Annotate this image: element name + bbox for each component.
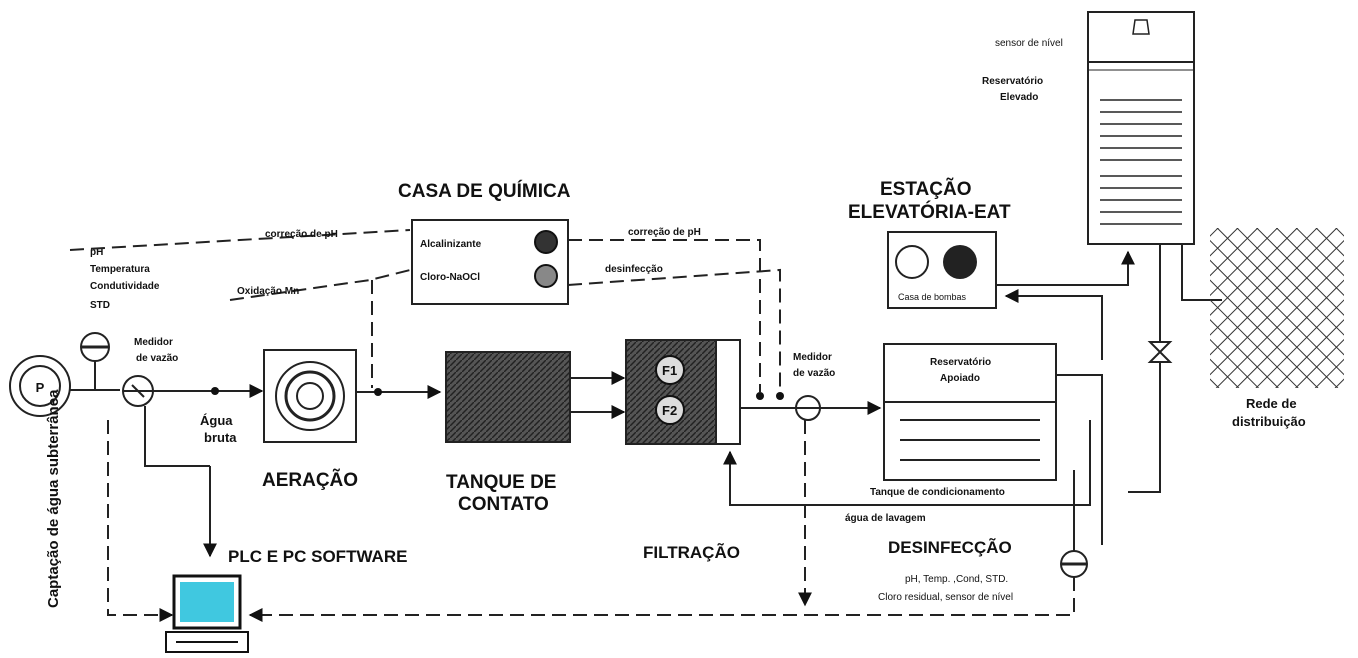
medidor-vazao-2-line2: de vazão <box>793 368 835 379</box>
filtracao-label: FILTRAÇÃO <box>643 542 740 562</box>
filter-f2-icon <box>655 395 685 425</box>
alcalinizante-label: Alcalinizante <box>420 239 482 250</box>
bell-icon <box>1132 19 1150 35</box>
tanque-contato-line2: CONTATO <box>458 494 549 515</box>
pipe-to-elevated <box>996 250 1135 286</box>
tanque-contato-line1: TANQUE DE <box>446 472 556 493</box>
desinfeccao-label: DESINFECÇÃO <box>888 537 1012 557</box>
distribution-network <box>1210 228 1344 388</box>
medidor-vazao-1-line1: Medidor <box>134 337 173 348</box>
oxidacao-label: Oxidação Mn <box>237 286 299 297</box>
sensors-right-line2: Cloro residual, sensor de nível <box>878 592 1013 603</box>
backwash-pipe <box>723 420 1091 506</box>
flow-meter-icon <box>122 375 154 407</box>
aeracao-label: AERAÇÃO <box>262 469 358 491</box>
correcao-ph-2: correção de pH <box>628 227 701 238</box>
pump-icon: P <box>9 355 71 417</box>
f1-label: F1 <box>662 363 677 378</box>
motor-icon <box>895 245 929 279</box>
plc-label: PLC E PC SOFTWARE <box>228 547 407 566</box>
sensor-icon <box>1060 550 1088 578</box>
agua-bruta-line2: bruta <box>204 430 237 445</box>
ph-correction-line-2 <box>568 239 761 392</box>
pump-icon <box>943 245 977 279</box>
casa-quimica-title: CASA DE QUÍMICA <box>398 180 571 202</box>
sensors-right-line1: pH, Temp. ,Cond, STD. <box>905 574 1008 585</box>
reservatorio-elevado-line2: Elevado <box>1000 92 1038 103</box>
chlorine-tank-icon <box>534 264 558 288</box>
reservatorio-apoiado-line1: Reservatório <box>930 357 991 368</box>
agua-bruta-line1: Água <box>200 413 233 428</box>
computer-icon <box>165 574 249 653</box>
pipe-to-pump <box>1004 289 1103 360</box>
reservatorio-apoiado <box>883 343 1057 403</box>
casa-bombas-label: Casa de bombas <box>898 292 967 302</box>
outlet-pipe <box>1128 244 1161 493</box>
contact-tank <box>445 351 571 443</box>
sensors-left-ph: pH <box>90 247 103 258</box>
captacao-label: Captação de água subterrânea <box>45 389 62 608</box>
oxidation-line <box>229 269 411 301</box>
medidor-vazao-1-line2: de vazão <box>136 353 178 364</box>
pump-station <box>887 231 997 309</box>
desinfeccao-small: desinfecção <box>605 264 663 275</box>
aerator-icon <box>263 349 357 443</box>
correcao-ph-1: correção de pH <box>265 229 338 240</box>
reservatorio-elevado-line1: Reservatório <box>982 76 1043 87</box>
tanque-cond-label: Tanque de condicionamento <box>870 487 1005 498</box>
rede-line2: distribuição <box>1232 414 1306 429</box>
sensor-pipe-right <box>1056 374 1103 545</box>
filter-f1-icon <box>655 355 685 385</box>
agua-lavagem: água de lavagem <box>845 513 926 524</box>
f2-label: F2 <box>662 403 677 418</box>
estacao-line2: ELEVATÓRIA-EAT <box>848 201 1011 223</box>
reservatorio-apoiado-line2: Apoiado <box>940 373 980 384</box>
medidor-vazao-2-line1: Medidor <box>793 352 832 363</box>
bypass-pipe <box>144 406 210 467</box>
network-pipe <box>1181 244 1222 301</box>
ph-correction-line-1 <box>69 229 411 251</box>
sensors-left-temp: Temperatura <box>90 264 150 275</box>
disinfection-line <box>567 268 781 392</box>
estacao-line1: ESTAÇÃO <box>880 178 971 200</box>
flow-meter-icon <box>795 395 821 421</box>
valve-icon <box>1147 341 1173 363</box>
alkali-tank-icon <box>534 230 558 254</box>
svg-text:P: P <box>36 380 45 395</box>
signal-return-line <box>248 577 1075 622</box>
sensors-left-std: STD <box>90 300 110 311</box>
sensors-left-cond: Condutividade <box>90 281 160 292</box>
sensor-icon <box>80 332 110 362</box>
signal-left-line <box>107 420 174 622</box>
rede-line1: Rede de <box>1246 396 1297 411</box>
cloro-label: Cloro-NaOCl <box>420 272 480 283</box>
elevated-reservoir <box>1087 11 1195 245</box>
sensor-nivel-label: sensor de nível <box>995 38 1063 49</box>
